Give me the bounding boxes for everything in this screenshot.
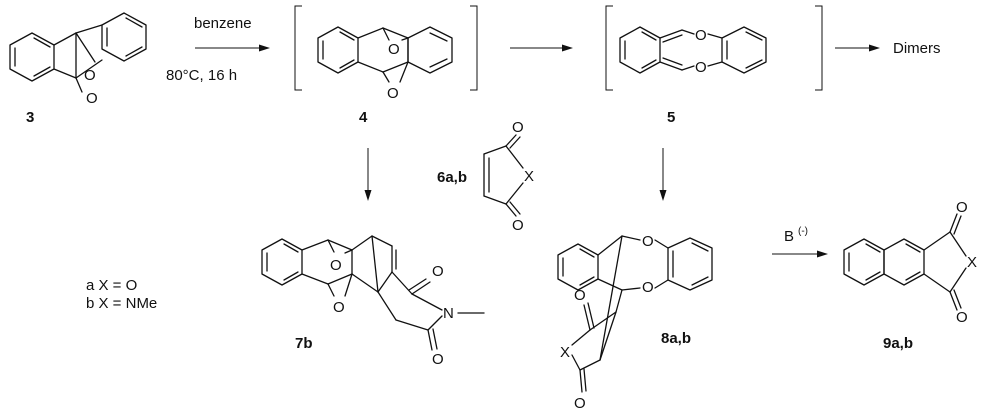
epoxide-o-top-4: O [388,41,400,58]
carbonyl-o-bottom-8: O [574,395,586,412]
arrow-4-to-7b-head [364,190,372,201]
imide-o-bottom-7b: O [432,351,444,368]
compound-8-label: 8a,b [661,330,691,347]
heteroatom-x-9: X [967,254,977,271]
compound-4-structure [317,26,453,83]
arrow-8-to-9-head [817,250,828,258]
imide-n-7b: N [443,305,454,322]
imide-o-top-7b: O [432,263,444,280]
heteroatom-x-8: X [560,344,570,361]
substituent-b: b X = NMe [86,295,157,312]
carbonyl-o-bottom-6: O [512,217,524,234]
compound-8-structure [557,235,713,393]
epoxide-o-bottom-4: O [387,85,399,102]
bracket-4-left [294,5,302,91]
solvent-label: benzene [194,15,252,32]
compound-5-structure [619,26,767,74]
compound-3-label: 3 [26,109,34,126]
arrow-4-to-5-head [562,44,573,52]
peroxide-o2: O [86,90,98,107]
compound-9-label: 9a,b [883,335,913,352]
compound-6-label: 6a,b [437,169,467,186]
carbonyl-o-bottom-9: O [956,309,968,326]
carbonyl-o-top-8: O [574,287,586,304]
compound-9-structure [843,213,967,311]
compound-4-label: 4 [359,109,368,126]
ring-o-bottom-8: O [642,279,654,296]
epoxide-o-bottom-7b: O [333,299,345,316]
ring-o-top-5: O [695,27,707,44]
carbonyl-o-top-9: O [956,199,968,216]
temperature-time-label: 80°C, 16 h [166,67,237,84]
arrow-5-to-dimers-head [869,44,880,52]
substituent-a: a X = O [86,277,137,294]
arrow-5-to-8-head [659,190,667,201]
heteroatom-x-6: X [524,168,534,185]
base-label: B [784,228,794,245]
compound-6-structure [483,134,524,217]
bracket-4-right [470,5,478,91]
base-charge: (-) [798,226,808,237]
compound-7b-label: 7b [295,335,313,352]
bracket-5-right [815,5,823,91]
carbonyl-o-top-6: O [512,119,524,136]
ring-o-bottom-5: O [695,59,707,76]
compound-7b-structure [261,235,485,351]
epoxide-o-top-7b: O [330,257,342,274]
arrow-3-to-4-head [259,44,270,52]
compound-5-label: 5 [667,109,675,126]
dimers-label: Dimers [893,40,941,57]
peroxide-o1: O [84,67,96,84]
ring-o-top-8: O [642,233,654,250]
compound-3-structure [9,12,147,93]
bracket-5-left [605,5,613,91]
